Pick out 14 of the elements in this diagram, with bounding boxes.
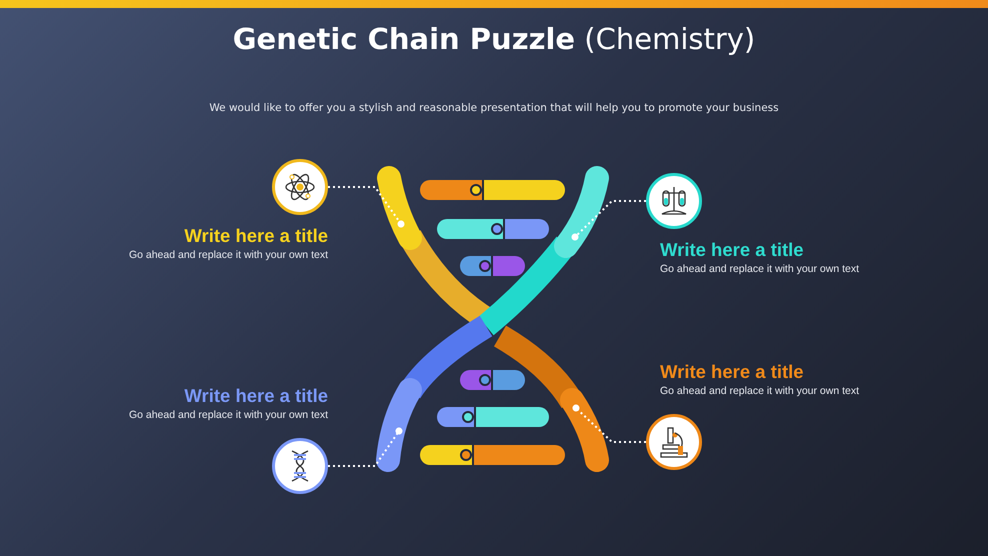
- leader-line: [328, 186, 404, 228]
- description-text: Go ahead and replace it with your own text: [128, 248, 328, 262]
- leader-line: [572, 200, 646, 240]
- subtitle: We would like to offer you a stylish and reasonable presentation that will help you to promote your business: [208, 102, 780, 114]
- description-text: Go ahead and replace it with your own text: [660, 262, 860, 276]
- heading: Write here a title: [184, 384, 328, 408]
- description-text: Go ahead and replace it with your own text: [660, 384, 860, 398]
- leader-line: [572, 404, 646, 443]
- heading: Write here a title: [184, 224, 328, 248]
- heading: Write here a title: [660, 360, 804, 384]
- leader-line: [328, 428, 402, 467]
- description-text: Go ahead and replace it with your own text: [128, 408, 328, 422]
- title: Genetic Chain Puzzle (Chemistry): [232, 22, 756, 56]
- heading: Write here a title: [660, 238, 804, 262]
